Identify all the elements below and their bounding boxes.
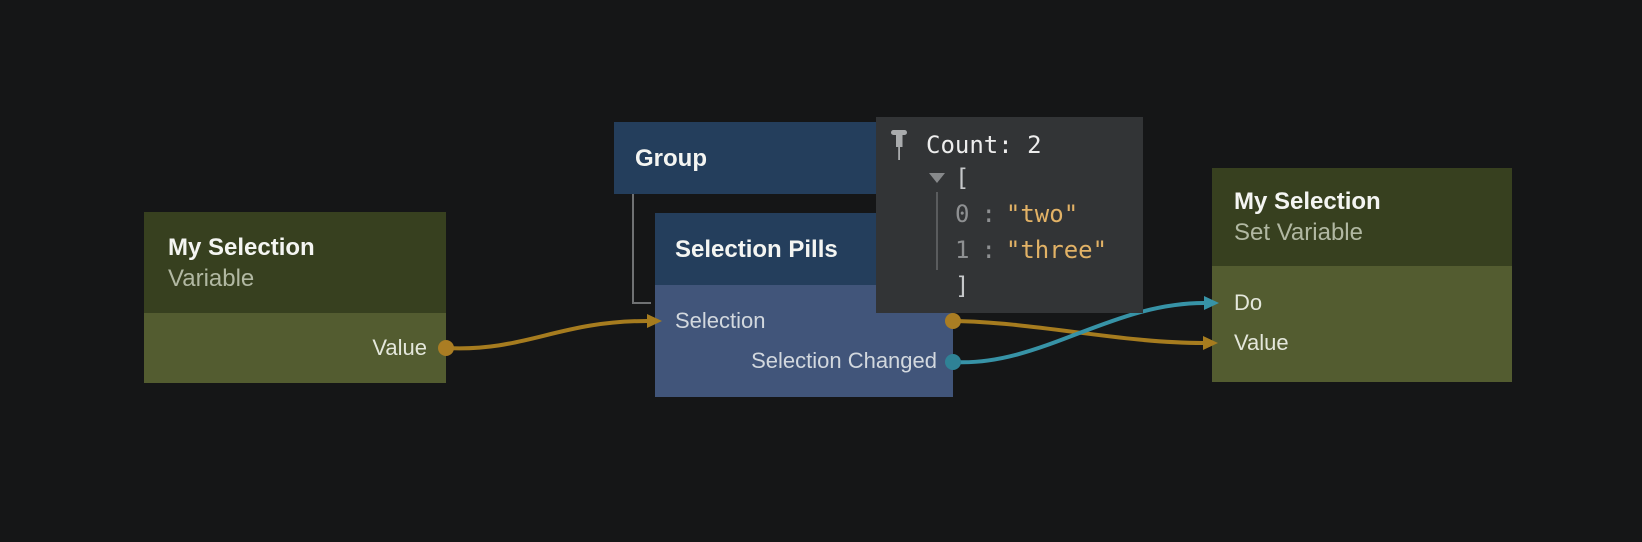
wire-selection-to-value[interactable] [952,319,1204,345]
node-subtitle: Variable [168,264,255,292]
group-child-link-line [632,194,651,304]
port-label: Do [1234,290,1263,315]
array-item-row: 1 : "three" [876,232,1143,268]
close-bracket: ] [955,272,970,300]
port-value-output[interactable]: Value [144,328,427,368]
port-do[interactable]: Do [1212,283,1512,323]
array-open-row: [ [876,160,1143,196]
node-subtitle: Set Variable [1234,219,1363,246]
open-bracket: [ [955,164,970,192]
collapse-triangle-icon[interactable] [929,173,945,183]
node-variable-header: My Selection Variable [144,212,446,313]
array-index: 1 [955,236,970,264]
wire-value-to-selection[interactable] [445,319,648,351]
port-selection[interactable]: Selection [655,301,953,341]
node-set-variable[interactable]: My Selection Set Variable Do Value [1212,168,1512,382]
array-separator: : [981,236,996,264]
node-title: My Selection [168,233,315,261]
node-variable-ports: Value [144,313,446,383]
array-value: "two" [1005,200,1079,228]
node-title: Selection Pills [675,235,838,263]
port-selection-changed[interactable]: Selection Changed [655,341,953,381]
pinned-value-inspector[interactable]: Count: 2 [ 0 : "two" 1 : "three" ] [876,117,1143,313]
array-close-row: ] [876,268,1143,304]
port-label: Selection [675,308,766,333]
pushpin-icon[interactable] [891,130,907,160]
node-set-variable-header: My Selection Set Variable [1212,168,1512,266]
port-label: Selection Changed [751,348,937,373]
node-variable[interactable]: My Selection Variable Value [144,212,446,383]
node-set-variable-ports: Do Value [1212,266,1512,382]
node-title: My Selection [1234,188,1381,215]
port-label: Value [372,335,427,360]
count-label: Count: 2 [926,131,1042,159]
array-item-row: 0 : "two" [876,196,1143,232]
node-title: Group [635,144,707,172]
array-guide-line [936,192,938,270]
port-label: Value [1234,330,1289,355]
array-index: 0 [955,200,970,228]
port-value[interactable]: Value [1212,323,1512,363]
array-value: "three" [1005,236,1108,264]
array-separator: : [981,200,996,228]
node-selection-pills-ports: Selection Selection Changed [655,285,953,397]
inspector-count-row: Count: 2 [876,130,1143,160]
